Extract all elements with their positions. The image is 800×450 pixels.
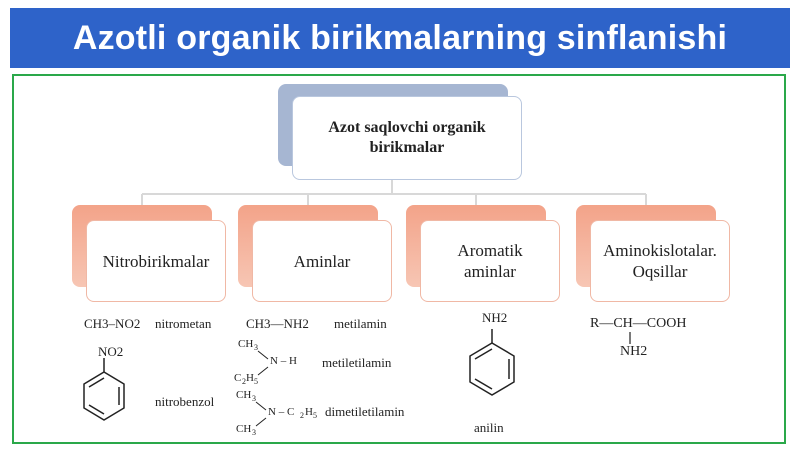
root-node-label: Azot saqlovchi organik birikmalar	[328, 119, 486, 156]
nitrobenzene-structure	[83, 358, 125, 421]
svg-text:CH: CH	[238, 338, 253, 350]
amino-acid-group: NH2	[620, 344, 648, 359]
nitrobenzene-name: nitrobenzol	[155, 394, 215, 409]
page-title: Azotli organik birikmalarning sinflanish…	[72, 18, 728, 57]
amino-acid-formula: R—CH—COOH	[590, 316, 687, 331]
amino-acid-bond	[629, 332, 631, 344]
category-label: Aromatik aminlar	[457, 241, 523, 281]
category-node-amines: Aminlar	[252, 220, 392, 302]
category-node-nitro: Nitrobirikmalar	[86, 220, 226, 302]
svg-text:CH: CH	[236, 423, 251, 435]
amine-structures: CH 3 N – H C 2 H 5 CH 3 N – C 2 H 5 CH 3	[234, 338, 317, 435]
category-label: Aminokislotalar. Oqsillar	[603, 241, 717, 281]
methylamine-name: metilamin	[334, 316, 387, 331]
svg-text:5: 5	[254, 377, 258, 386]
svg-text:CH: CH	[236, 389, 251, 401]
nitrobenzene-substituent: NO2	[98, 344, 124, 359]
svg-text:5: 5	[313, 411, 317, 420]
svg-text:N – C: N – C	[268, 406, 294, 418]
category-node-aromatic: Aromatik aminlar	[420, 220, 560, 302]
svg-text:3: 3	[252, 428, 256, 435]
methylamine-formula: CH3—NH2	[246, 316, 309, 331]
root-node: Azot saqlovchi organik birikmalar	[292, 96, 522, 180]
category-node-aminoacids: Aminokislotalar. Oqsillar	[590, 220, 730, 302]
title-banner: Azotli organik birikmalarning sinflanish…	[10, 8, 790, 68]
dimethylethylamine-name: dimetiletilamin	[325, 404, 405, 419]
nitromethane-formula: CH3–NO2	[84, 316, 141, 331]
svg-text:H: H	[246, 372, 254, 384]
aniline-name: anilin	[474, 420, 504, 435]
aniline-substituent: NH2	[482, 310, 508, 325]
svg-text:N – H: N – H	[270, 355, 297, 367]
methylethylamine-name: metiletilamin	[322, 355, 392, 370]
category-label: Nitrobirikmalar	[102, 251, 210, 271]
nitromethane-name: nitrometan	[155, 316, 212, 331]
svg-text:2: 2	[242, 377, 246, 386]
svg-text:3: 3	[252, 394, 256, 403]
svg-text:3: 3	[254, 343, 258, 352]
category-label: Aminlar	[293, 251, 351, 271]
svg-text:C: C	[234, 372, 241, 384]
svg-text:H: H	[305, 406, 313, 418]
svg-text:2: 2	[300, 411, 304, 420]
aniline-structure	[469, 329, 515, 396]
